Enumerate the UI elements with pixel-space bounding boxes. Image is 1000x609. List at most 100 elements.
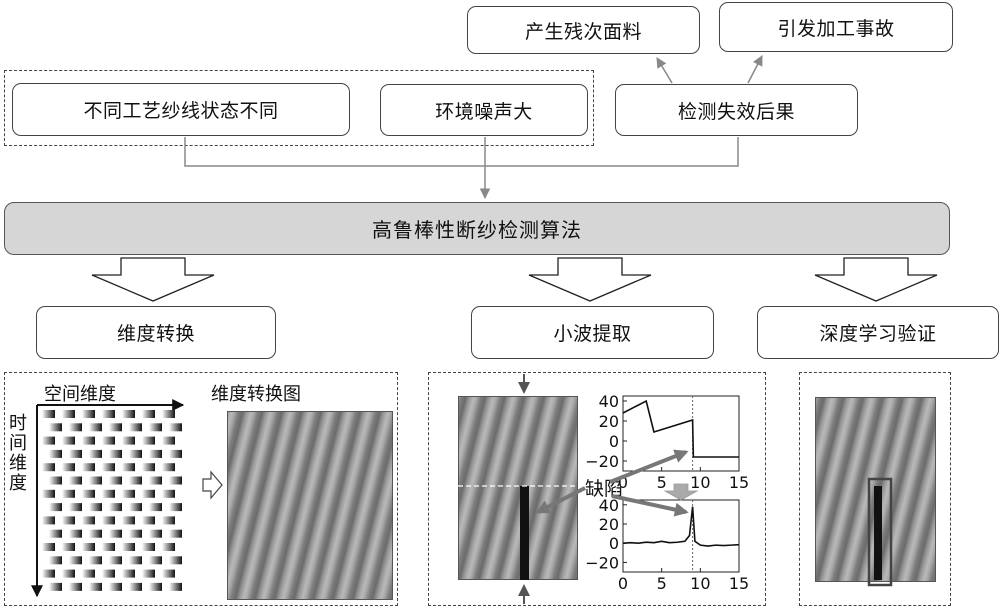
y-tick-label: 0	[609, 534, 619, 553]
gradient-tile	[109, 449, 122, 458]
bottom-pointer-triangle	[518, 584, 530, 596]
gradient-tile	[129, 476, 142, 485]
defect-arrow-to-top-plot	[609, 449, 689, 484]
gradient-tile	[82, 516, 95, 525]
algorithm-banner: 高鲁棒性断纱检测算法	[4, 202, 950, 255]
gradient-tile	[42, 410, 55, 418]
time-dim-char-3: 维	[9, 453, 27, 474]
gradient-tile	[69, 529, 82, 538]
gradient-tile	[102, 489, 115, 498]
gradient-tile	[162, 516, 175, 525]
arrow-to-fabric-defect	[656, 57, 673, 84]
cause-yarn-state-label: 不同工艺纱线状态不同	[83, 100, 279, 122]
transform-map-label: 维度转换图	[211, 384, 301, 405]
detect-failure-consequence: 检测失效后果	[615, 84, 858, 136]
gradient-tile	[109, 476, 122, 485]
consequence-fabric-defect-label: 产生残次面料	[524, 20, 642, 43]
gradient-tile	[62, 516, 75, 525]
gradient-tile	[42, 543, 55, 551]
grey-down-arrow	[663, 483, 699, 501]
gradient-tile	[122, 569, 135, 578]
gradient-tile	[162, 410, 175, 418]
gradient-tile	[102, 543, 115, 551]
gradient-tile	[42, 569, 55, 578]
cause-environment-noise-label: 环境噪声大	[435, 100, 533, 123]
gradient-tile	[69, 503, 82, 512]
gradient-tile	[129, 503, 142, 512]
defect-arrow-to-image	[535, 486, 586, 514]
gradient-tile	[169, 476, 182, 485]
gradient-tile	[142, 516, 155, 525]
consequence-processing-accident: 引发加工事故	[719, 2, 953, 52]
gradient-tile	[82, 489, 95, 498]
gradient-tile-grid	[42, 410, 182, 591]
defect-arrow-to-bottom-plot	[611, 494, 689, 517]
x-tick-label: 15	[729, 473, 749, 492]
signal-line	[622, 506, 740, 547]
step-deep-learning-verify: 深度学习验证	[757, 306, 999, 359]
gradient-tile	[129, 556, 142, 565]
gradient-tile	[102, 463, 115, 472]
gradient-tile	[62, 489, 75, 498]
gradient-tile	[109, 503, 122, 512]
gradient-tile	[149, 476, 162, 485]
gradient-tile	[42, 436, 55, 445]
gradient-tile	[82, 436, 95, 445]
hollow-arrow-2	[528, 257, 652, 302]
cause-environment-noise: 环境噪声大	[380, 84, 588, 136]
y-tick-label: 40	[599, 392, 619, 411]
gradient-tile	[49, 556, 62, 565]
gradient-tile	[109, 582, 122, 591]
gradient-tile	[49, 503, 62, 512]
plot-frame	[622, 395, 740, 472]
gradient-tile	[49, 476, 62, 485]
gradient-tile	[69, 449, 82, 458]
gradient-tile	[122, 463, 135, 472]
detected-defect-bbox	[867, 477, 893, 587]
x-tick-label: 0	[618, 574, 628, 593]
gradient-tile	[149, 556, 162, 565]
gradient-tile	[62, 463, 75, 472]
y-tick-label: 0	[609, 432, 619, 451]
x-tick-label: 5	[657, 473, 667, 492]
gradient-tile	[129, 449, 142, 458]
gradient-tile	[102, 410, 115, 418]
gradient-tile	[62, 436, 75, 445]
gradient-tile	[89, 503, 102, 512]
y-tick-label: 20	[599, 412, 619, 431]
gradient-tile	[129, 582, 142, 591]
gradient-tile	[122, 410, 135, 418]
gradient-tile	[89, 556, 102, 565]
gradient-tile	[69, 476, 82, 485]
gradient-tile	[149, 423, 162, 432]
gradient-tile	[82, 463, 95, 472]
gradient-tile	[49, 529, 62, 538]
gradient-tile	[149, 503, 162, 512]
gradient-tile	[162, 489, 175, 498]
gradient-tile	[129, 423, 142, 432]
gradient-tile	[49, 449, 62, 458]
gradient-tile	[169, 582, 182, 591]
gradient-tile	[89, 423, 102, 432]
gradient-tile	[69, 556, 82, 565]
gradient-tile	[69, 582, 82, 591]
signal-line	[622, 399, 739, 458]
gradient-tile	[82, 569, 95, 578]
gradient-tile	[149, 582, 162, 591]
gradient-tile	[62, 569, 75, 578]
gradient-tile	[42, 516, 55, 525]
gradient-tile	[49, 423, 62, 432]
gradient-tile	[49, 582, 62, 591]
y-tick-label: 40	[599, 496, 619, 515]
gradient-tile	[122, 516, 135, 525]
algorithm-title: 高鲁棒性断纱检测算法	[372, 218, 582, 242]
gradient-tile	[109, 423, 122, 432]
x-tick-label: 10	[690, 473, 710, 492]
time-dim-char-4: 度	[9, 473, 27, 494]
gradient-tile	[169, 503, 182, 512]
gradient-tile	[102, 569, 115, 578]
consequence-fabric-defect: 产生残次面料	[467, 6, 700, 54]
gradient-tile	[62, 543, 75, 551]
detect-failure-label: 检测失效后果	[677, 100, 795, 123]
